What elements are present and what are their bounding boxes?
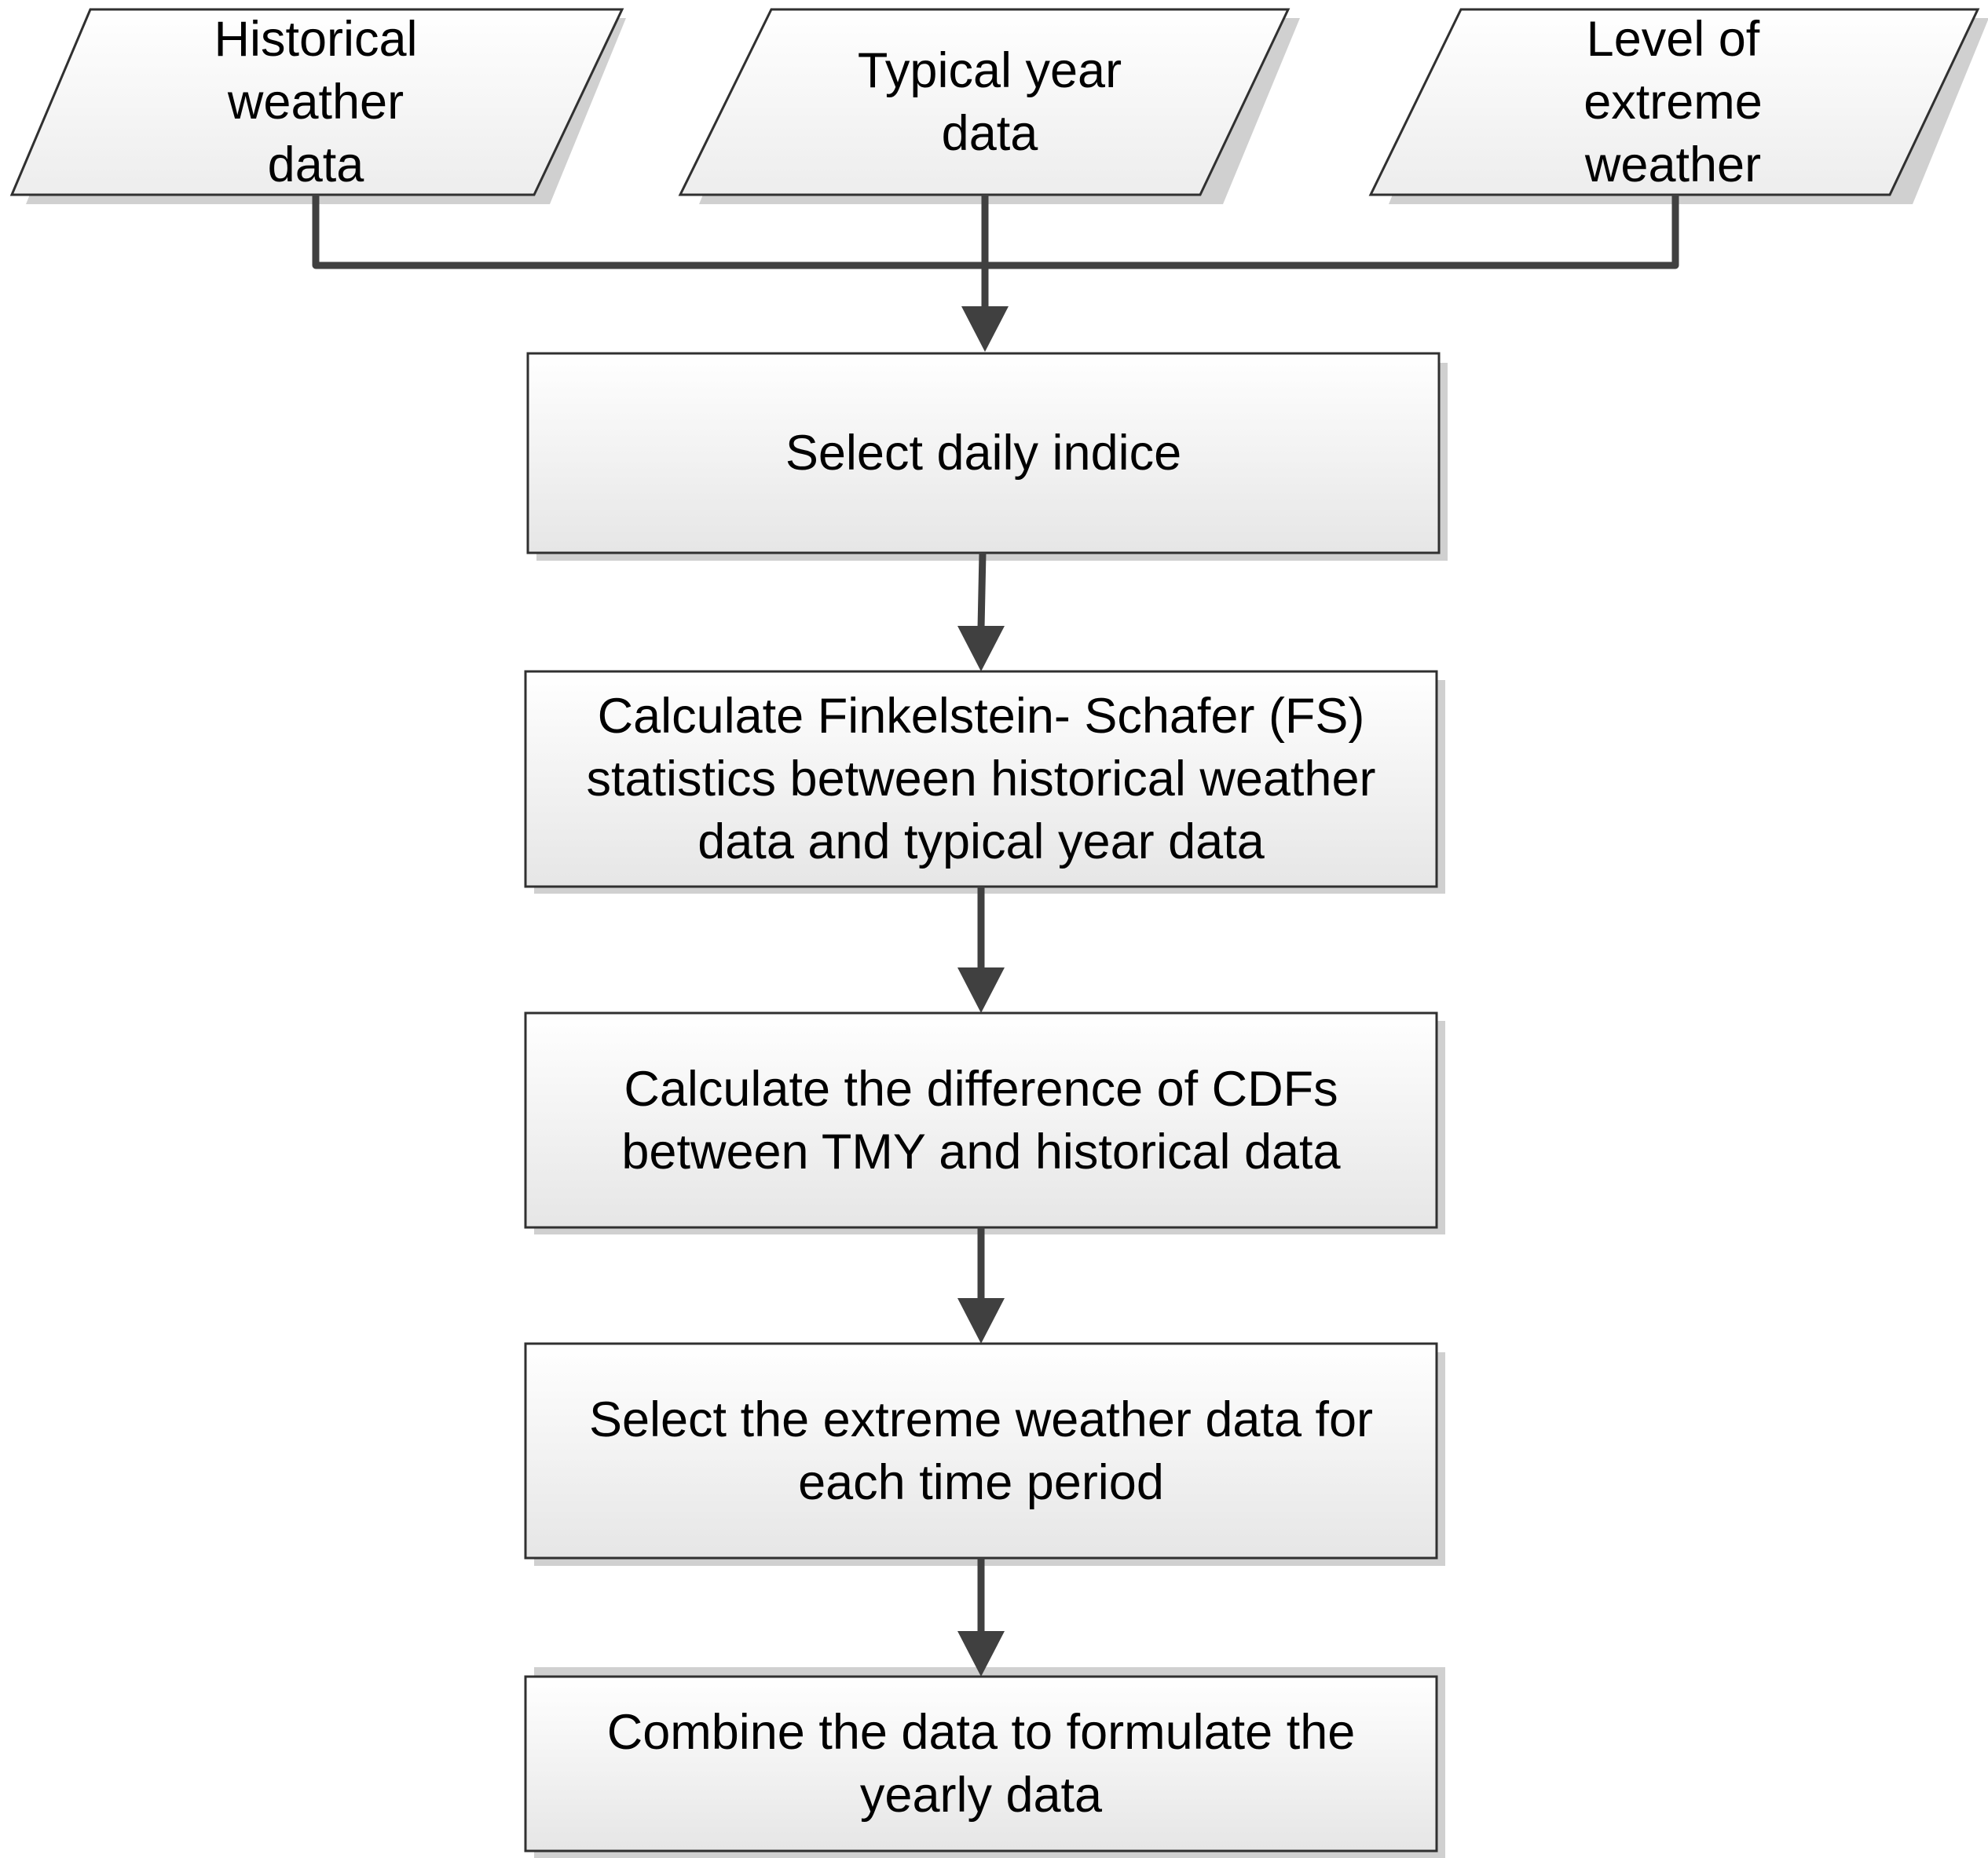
input-label-level: Level of extreme weather <box>1583 12 1763 192</box>
input-shape-level <box>1368 8 1980 196</box>
step-box-5 <box>524 1675 1438 1853</box>
step-box-1 <box>526 352 1441 554</box>
step-box-2 <box>524 670 1438 888</box>
arrowhead-to-step4 <box>957 1298 1005 1344</box>
input-label-historical: Historical weather data <box>214 12 418 192</box>
step-box-3 <box>524 1011 1438 1229</box>
input-shape-typical <box>678 8 1291 196</box>
arrowhead-to-step1 <box>961 306 1009 352</box>
connector-step1-to-step2 <box>977 552 987 629</box>
step-box-4 <box>524 1342 1438 1560</box>
step-label-calc-cdf: Calculate the difference of CDFs between… <box>621 1061 1341 1180</box>
merge-connector <box>312 195 1679 269</box>
arrowhead-to-step2 <box>957 626 1005 671</box>
step-label-combine: Combine the data to formulate the yearly… <box>606 1705 1356 1823</box>
input-shape-historical <box>9 8 624 196</box>
step-label-calc-fs: Calculate Finkelstein- Schafer (FS) stat… <box>586 689 1376 869</box>
step-label-select-extreme: Select the extreme weather data for each… <box>588 1392 1374 1510</box>
step-label-select-indice: Select daily indice <box>785 426 1182 481</box>
input-label-typical: Typical year data <box>857 43 1122 161</box>
arrowhead-to-step5 <box>957 1631 1005 1677</box>
arrowhead-to-step3 <box>957 967 1005 1013</box>
